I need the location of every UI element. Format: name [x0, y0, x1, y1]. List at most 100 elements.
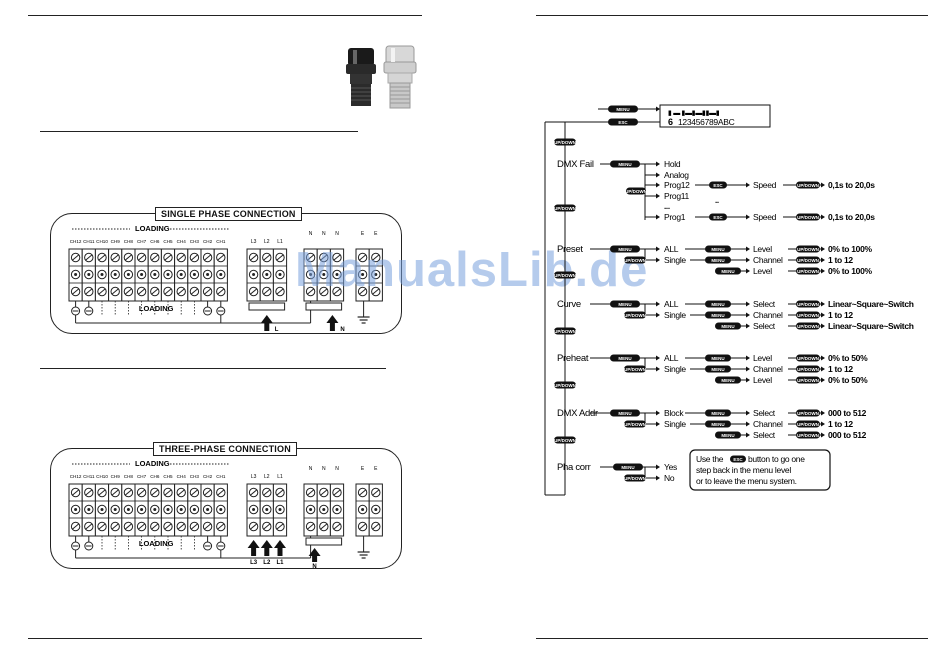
pha-corr-no-arrow-head [656, 475, 660, 481]
dmx-addr-channel-range: 1 to 12 [828, 419, 853, 429]
curve-channel-line-head [746, 312, 750, 318]
terminal-ch2-slot-top [204, 254, 211, 261]
updown-main-0 [554, 138, 576, 146]
preheat-single-range-line-head [821, 377, 825, 383]
lcd-row2-digit: 6 [668, 117, 673, 127]
preheat-menu-button [610, 354, 640, 362]
note-box [689, 449, 831, 491]
note-line1-end: button to go one [748, 454, 805, 464]
dmx-addr-all-range: 000 to 512 [828, 408, 867, 418]
dmx-fail-menu-button-label: MENU [618, 162, 631, 167]
preheat-all-value-label: Level [753, 353, 772, 363]
terminal-ch1-slot-top [217, 489, 225, 496]
supply-label-l3: L3 [250, 560, 258, 566]
watermark-text: ManualsLib.de [295, 243, 649, 297]
preset-channel-updown-button-label: UP/DOWN [797, 258, 819, 263]
preheat-all: ALL [664, 353, 679, 363]
pha-corr-no: No [664, 473, 675, 483]
preheat-channel-menu-button-label: MENU [711, 367, 724, 372]
phase-label-l2: L2 [264, 474, 270, 480]
curve-channel-range: 1 to 12 [828, 310, 853, 320]
channel-label-ch10: CH10 [96, 239, 108, 244]
terminal-ch9-slot-top [111, 489, 119, 496]
curve-updown-button [624, 311, 646, 319]
preset-single-range: 0% to 100% [828, 266, 873, 276]
preset-menu-button-label: MENU [618, 247, 631, 252]
terminal-ch4-slot-bottom [177, 288, 185, 295]
terminal-ch6-slot-bottom [151, 288, 159, 295]
single-phase-title: SINGLE PHASE CONNECTION [155, 207, 302, 221]
terminal-l3-slot-top [250, 489, 257, 496]
supply-arrow-l1-head [274, 540, 286, 548]
menu-item-pha-corr: Pha corr [557, 462, 591, 473]
terminal-ch5-wire-core [166, 508, 170, 511]
dmx-addr-channel-menu-button-label: MENU [711, 422, 724, 427]
terminal-ch5-slot-top [164, 254, 172, 261]
phase-label-l1: L1 [277, 474, 283, 480]
loading-top-label: LOADING [135, 459, 170, 468]
preset-single-updown-button-label: UP/DOWN [797, 269, 819, 274]
terminal-earth-1-slot-bottom [372, 288, 380, 295]
terminal-ch12-slot-bottom [72, 288, 79, 295]
preheat-all-menu-button-label: MENU [711, 356, 724, 361]
note-esc-button-label: ESC [733, 457, 743, 462]
preheat-single: Single [664, 364, 686, 374]
preset-channel-range: 1 to 12 [828, 255, 853, 265]
prog12-speed: Speed [753, 180, 777, 190]
preset-single-updown-button [796, 267, 820, 275]
supply-arrow-n-shaft [312, 555, 318, 562]
updown-main-1-label: UP/DOWN [554, 206, 576, 211]
terminal-ch5-slot-bottom [164, 288, 172, 295]
phase-label-l3: L3 [251, 239, 257, 245]
channel-label-ch3: CH3 [190, 474, 200, 479]
curve-all-updown-button-label: UP/DOWN [797, 302, 819, 307]
terminal-ch7-wire-core [140, 508, 144, 511]
terminal-ch6-wire-core [153, 273, 157, 276]
channel-label-ch4: CH4 [177, 474, 187, 479]
cable-glands-photo [346, 45, 417, 109]
dmx-fail-hold: Hold [664, 159, 681, 169]
terminal-earth-0-wire-core [361, 273, 365, 276]
terminal-l2-wire-core [265, 273, 269, 276]
dmx-addr-updown-button-label: UP/DOWN [624, 422, 646, 427]
curve-all-value-label: Select [753, 299, 776, 309]
pha-corr-updown-button-label: UP/DOWN [624, 476, 646, 481]
dmx-fail-prog11: Prog11 [664, 191, 690, 201]
preset-single-value-line-head [746, 268, 750, 274]
channel-label-ch7: CH7 [137, 239, 147, 244]
terminal-neutral-1-slot-top [320, 254, 328, 261]
supply-arrow-n-head [308, 548, 321, 556]
preset-all-updown-button [796, 245, 820, 253]
terminal-ch12-slot-top [72, 489, 79, 496]
dmx-addr-all-range-line-head [821, 410, 825, 416]
updown-main-5 [554, 436, 576, 444]
preset-updown-button-label: UP/DOWN [624, 258, 646, 263]
pha-corr-updown-button [624, 474, 646, 482]
terminal-ch1-wire-core [219, 508, 223, 511]
menu-item-dmx-fail: DMX Fail [557, 159, 594, 170]
dmx-addr-all-value-label: Select [753, 408, 776, 418]
supply-label-l2: L2 [263, 560, 271, 566]
terminal-ch6-slot-top [151, 489, 159, 496]
phase-label-l3: L3 [251, 474, 257, 480]
updown-main-0-label: UP/DOWN [554, 140, 576, 145]
terminal-neutral-0-slot-bottom [307, 523, 314, 530]
channel-label-ch5: CH5 [163, 239, 173, 244]
channel-label-ch4: CH4 [177, 239, 187, 244]
curve-menu-line-head [656, 301, 660, 307]
preheat-single-arrow-head [656, 366, 660, 372]
preheat-channel-range: 1 to 12 [828, 364, 853, 374]
preset-single-range-line-head [821, 268, 825, 274]
curve-single-updown-button [796, 322, 820, 330]
channel-label-ch8: CH8 [124, 474, 134, 479]
preset-menu-button [610, 245, 640, 253]
curve-all-range: Linear~Square~Switch [828, 299, 914, 309]
neutral-label-2: N [335, 231, 339, 237]
prog1-speed-line-head [746, 214, 750, 220]
terminal-ch11-wire-core [87, 273, 91, 276]
neutral-label-1: N [322, 231, 326, 237]
terminal-ch6-slot-bottom [151, 523, 159, 530]
note-line1-start: Use the [696, 454, 724, 464]
dmx-addr-single: Single [664, 419, 686, 429]
